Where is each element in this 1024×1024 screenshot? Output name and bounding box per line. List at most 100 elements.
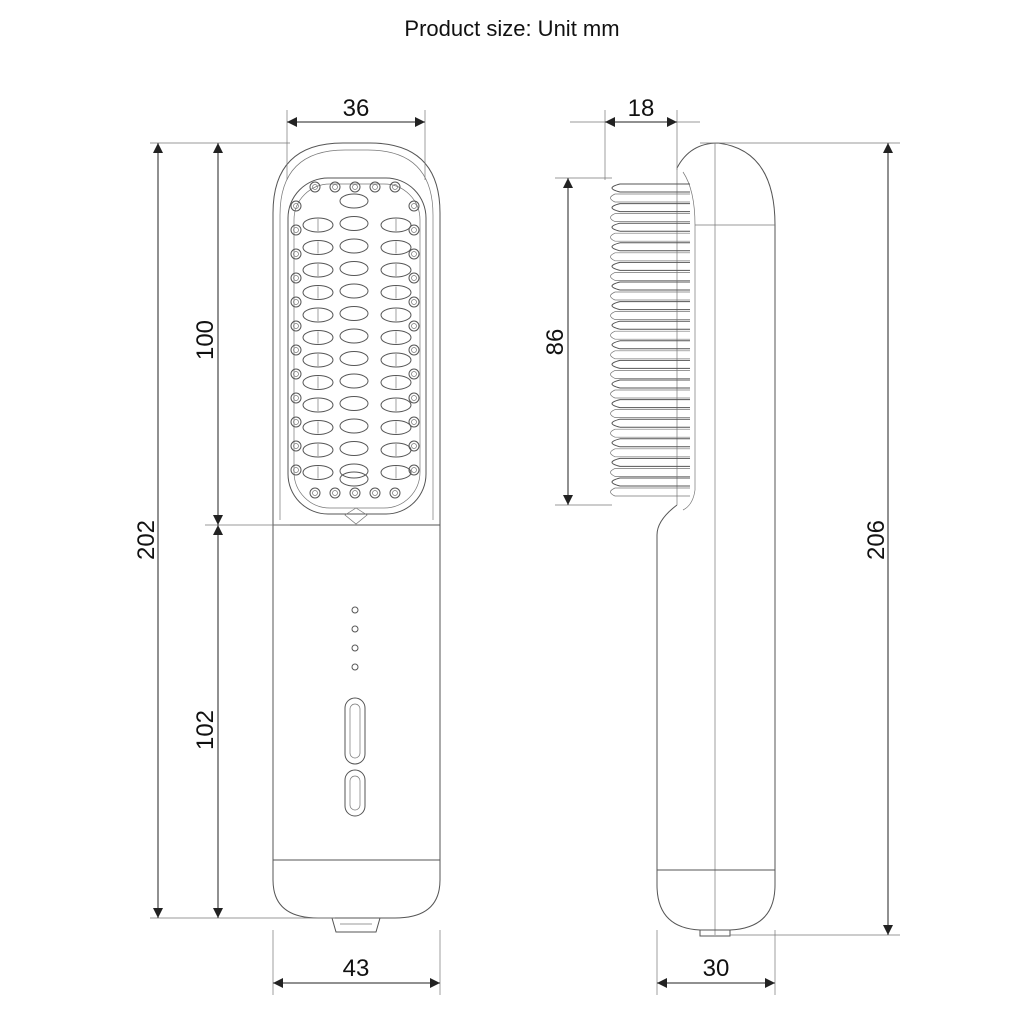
bristle-dot (290, 272, 302, 284)
bristle-dot-inner (293, 251, 299, 257)
bristle-dot-inner (411, 299, 417, 305)
side-bristle (611, 379, 690, 389)
bristle-dot-inner (293, 203, 299, 209)
front-view (272, 142, 441, 933)
side-bristle (611, 222, 690, 232)
dim-total-height: 202 (133, 520, 160, 560)
bristle-dot (290, 344, 302, 356)
bristle (302, 330, 334, 345)
bristle-dot-inner (293, 275, 299, 281)
bristle-dot-inner (411, 251, 417, 257)
side-bristle (611, 477, 690, 487)
charging-port (331, 917, 381, 933)
bristle (339, 463, 369, 479)
bristle-dot (329, 487, 341, 499)
bristle-dot (408, 416, 420, 428)
side-bristle-back (610, 213, 690, 222)
bristle-dot-inner (411, 347, 417, 353)
bristle (339, 441, 369, 456)
bristle-dot (369, 181, 381, 193)
side-bristle-back (610, 350, 690, 360)
side-bristle-back (610, 409, 690, 418)
side-bottom-cap (656, 869, 776, 931)
bristle (302, 285, 334, 300)
bristle-dot-inner (293, 347, 299, 353)
bristle (302, 375, 334, 390)
bristle-dot-inner (293, 419, 299, 425)
front-bottom-cap (272, 859, 441, 919)
bristle (339, 261, 369, 276)
bristle (339, 306, 369, 321)
bristle-grid (290, 181, 420, 499)
indicator-light (351, 644, 359, 652)
indicator-lights (351, 606, 359, 671)
side-bristle-back (610, 193, 690, 203)
bristle (339, 418, 369, 434)
bristle-dot (408, 368, 420, 380)
bristle-dot (408, 392, 420, 404)
side-bristle-back (610, 330, 690, 340)
bristle-dot-inner (411, 395, 417, 401)
front-handle-outline (272, 525, 441, 860)
bristle-dot-inner (332, 184, 338, 190)
bristle-dot-inner (411, 419, 417, 425)
side-bristle-back (610, 291, 690, 301)
bristle-dot-inner (312, 184, 318, 190)
bristle-dot (309, 181, 321, 193)
bristle (380, 217, 412, 233)
bristle-dot (290, 416, 302, 428)
dim-bristle-length: 86 (542, 329, 569, 356)
side-bristle-back (610, 252, 690, 262)
bristle-dot-inner (411, 227, 417, 233)
bristle (302, 352, 334, 368)
bristle-dot (290, 440, 302, 452)
bristle (339, 238, 369, 254)
side-bristle-back (610, 468, 690, 477)
bristle-dot-inner (372, 184, 378, 190)
bristle (339, 373, 369, 389)
bristle (380, 307, 412, 323)
bristle (302, 240, 334, 255)
bristle-dot (290, 200, 302, 212)
bristle (302, 442, 334, 458)
bristle (339, 283, 369, 299)
bristle (339, 471, 369, 487)
diagram-title: Product size: Unit mm (404, 16, 620, 41)
bristle-dot-inner (312, 490, 318, 496)
bristle-dot-inner (293, 467, 299, 473)
bristle-dot (408, 440, 420, 452)
bristle-dot-inner (332, 490, 338, 496)
dim-bristle-depth: 18 (628, 95, 655, 122)
bristle-dot (408, 224, 420, 236)
bristle (302, 217, 334, 233)
indicator-light (351, 606, 359, 614)
bristle-dot-inner (352, 490, 358, 496)
bristle-dot (408, 272, 420, 284)
bristle-dot-inner (411, 275, 417, 281)
bristle-dot (290, 368, 302, 380)
bristle-dot (349, 181, 361, 193)
bristle-dot-inner (293, 443, 299, 449)
bristle-dot (329, 181, 341, 193)
bristle-dot (349, 487, 361, 499)
bristle (339, 193, 369, 209)
bristle (302, 307, 334, 323)
dim-head-height: 100 (192, 320, 219, 360)
side-bristle-back (610, 272, 690, 281)
side-bristle-back (610, 428, 690, 438)
bristle (380, 397, 412, 413)
side-bristle-back (610, 487, 690, 497)
bristle-dot (369, 487, 381, 499)
bristle-dot (290, 224, 302, 236)
bristle-dot (290, 296, 302, 308)
bristle (380, 352, 412, 368)
bristle-dot-inner (392, 184, 398, 190)
side-bristle-back (610, 389, 690, 399)
bristle-dot-inner (372, 490, 378, 496)
bristle-dot-inner (411, 467, 417, 473)
side-bristle (611, 438, 690, 448)
bristle-dot (408, 200, 420, 212)
bristle-dot (309, 487, 321, 499)
bristle (380, 285, 412, 300)
side-bristle (611, 418, 690, 428)
